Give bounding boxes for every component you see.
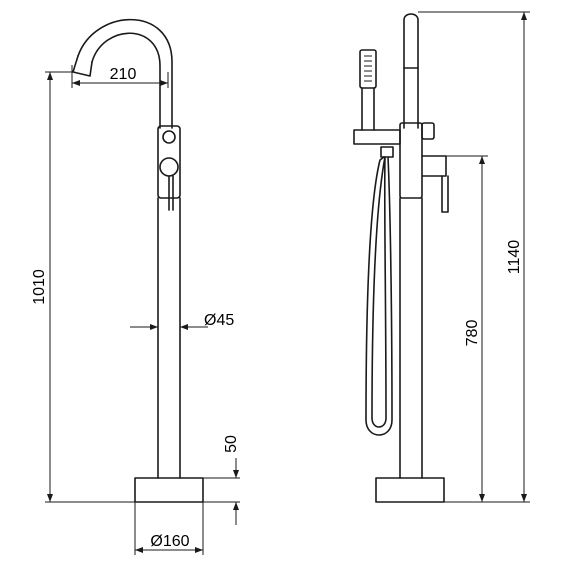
spout-outer [77, 18, 173, 129]
holder-bracket [353, 129, 401, 145]
base-plate [134, 477, 204, 503]
dim-spout-reach-label: 210 [110, 66, 137, 83]
dim-base-height-label: 50 [223, 435, 240, 453]
dim-total-height-front-label: 1010 [31, 269, 48, 305]
dim-total-height-side-label: 1140 [506, 240, 523, 275]
dim-base-diameter [134, 502, 204, 555]
lever-top-cap [162, 130, 176, 144]
spout-inner [91, 32, 161, 129]
front-view: 210 1010 Ø45 50 [31, 18, 240, 555]
side-mixer-body [399, 122, 423, 199]
spout-outlet [72, 55, 93, 77]
dim-base-diameter-label: Ø160 [150, 533, 189, 550]
hand-shower-head [359, 49, 377, 89]
side-base-plate [375, 477, 445, 503]
dim-spout-reach [71, 65, 169, 88]
dim-pipe-diameter-label: Ø45 [204, 312, 234, 329]
dim-total-height-front [45, 71, 135, 503]
dim-handle-height [446, 155, 488, 502]
dim-handle-height-label: 780 [464, 320, 481, 347]
dim-pipe-diameter [130, 324, 208, 330]
side-mixer-cap [421, 122, 435, 140]
dim-base-height [203, 458, 240, 525]
holder-clip [380, 146, 394, 158]
lever-hub [159, 157, 179, 177]
hand-shower-handle [361, 87, 375, 131]
hand-shower-texture [364, 55, 372, 82]
side-view: 1140 780 [353, 11, 530, 503]
side-lever [421, 155, 447, 177]
hose-outer [365, 156, 393, 436]
dim-total-height-side [418, 11, 530, 503]
hose-inner [371, 156, 387, 428]
side-spout [403, 13, 419, 129]
side-lever-handle [441, 175, 449, 213]
